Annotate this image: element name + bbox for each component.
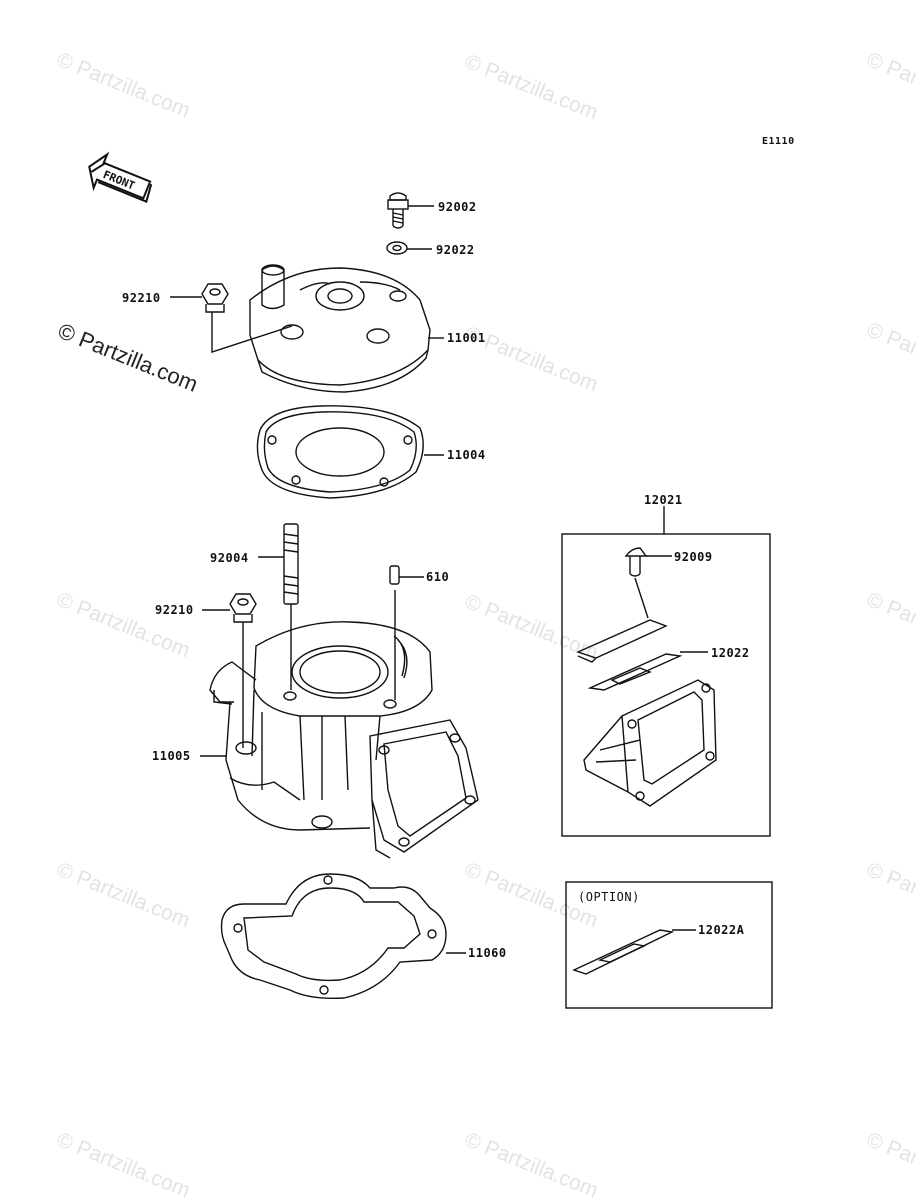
label-11060[interactable]: 11060	[468, 946, 507, 960]
cylinder-11005	[200, 621, 479, 859]
diagram-code: E1110	[762, 136, 795, 147]
bolt-92002	[387, 192, 434, 229]
nut-92210-lower	[202, 593, 257, 748]
label-12022A[interactable]: 12022A	[698, 923, 745, 937]
label-610[interactable]: 610	[426, 570, 450, 584]
label-11001[interactable]: 11001	[447, 331, 486, 345]
label-12021[interactable]: 12021	[644, 493, 683, 507]
label-92004[interactable]: 92004	[210, 551, 249, 565]
label-11004[interactable]: 11004	[447, 448, 486, 462]
label-92210-lower[interactable]: 92210	[155, 603, 194, 617]
washer-92022	[386, 241, 432, 255]
front-arrow-icon: FRONT	[88, 151, 153, 203]
label-92022[interactable]: 92022	[436, 243, 475, 257]
nut-92210-top	[170, 283, 293, 353]
base-gasket-11060	[220, 873, 466, 1000]
label-11005[interactable]: 11005	[152, 749, 191, 763]
head-gasket-11004	[256, 405, 444, 499]
stud-92004	[258, 523, 299, 690]
cylinder-head-11001	[249, 264, 444, 393]
label-92210-top[interactable]: 92210	[122, 291, 161, 305]
label-92009[interactable]: 92009	[674, 550, 713, 564]
option-box	[565, 881, 773, 1009]
reed-valve-box	[561, 506, 771, 837]
label-12022[interactable]: 12022	[711, 646, 750, 660]
label-92002[interactable]: 92002	[438, 200, 477, 214]
dowel-pin-610	[389, 565, 424, 700]
option-label: (OPTION)	[578, 890, 640, 904]
